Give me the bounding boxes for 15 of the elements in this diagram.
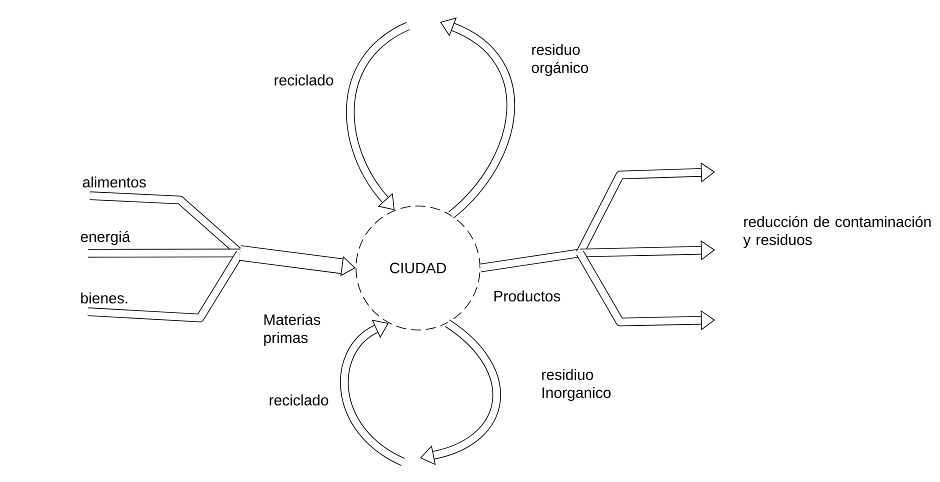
text-label: Productos <box>494 290 560 302</box>
curved-arrow <box>340 320 406 466</box>
text-label: Materias primas <box>264 314 320 346</box>
edge-label: reciclado <box>274 74 334 86</box>
curved-arrow <box>346 22 410 210</box>
curved-arrow <box>440 18 515 218</box>
edge-label: residuo orgánico <box>532 44 588 76</box>
arrow <box>576 162 715 255</box>
edge-label: residiuo Inorganico <box>542 369 611 401</box>
curved-arrow <box>420 320 501 466</box>
input-label: bienes. <box>81 292 128 304</box>
text-label: reducción de contaminación y residuos <box>743 216 931 248</box>
input-label: alimentos <box>82 176 146 188</box>
input-label: energiá <box>80 230 130 246</box>
edge-label: reciclado <box>270 394 328 406</box>
